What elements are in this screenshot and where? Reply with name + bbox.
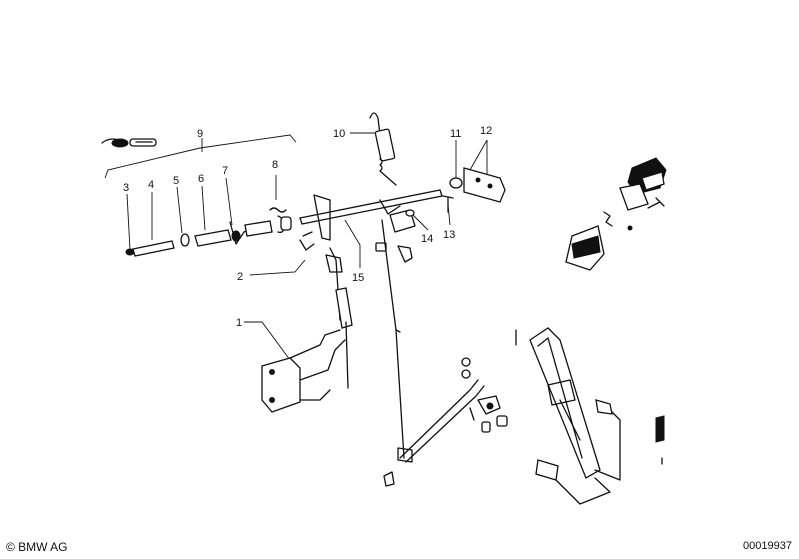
- part-8-spring: [244, 175, 292, 237]
- part-10-spring: [350, 112, 397, 186]
- cap-assembly: [565, 157, 667, 271]
- callout-11: 11: [450, 128, 461, 140]
- callout-4: 4: [148, 179, 154, 191]
- callout-12: 12: [480, 125, 492, 137]
- callout-5: 5: [173, 175, 179, 187]
- vertical-rod: [381, 219, 413, 487]
- part-12-bracket: [463, 139, 506, 203]
- edge-fragment: [655, 415, 665, 443]
- part-9-assembly-bracket: [101, 134, 297, 179]
- cross-shaft: [299, 189, 443, 241]
- push-rod: [325, 247, 353, 389]
- shaft-clip: [397, 245, 413, 263]
- callout-3: 3: [123, 182, 129, 194]
- part-5-washer: [176, 186, 190, 247]
- part-15-lever: [344, 219, 387, 268]
- callout-6: 6: [198, 173, 204, 185]
- callout-8: 8: [272, 159, 278, 171]
- callout-9: 9: [197, 128, 203, 140]
- part-4-bolt: [132, 192, 175, 257]
- assembly-symbol-icon: [101, 138, 157, 148]
- linkage-arm: [399, 357, 508, 463]
- part-6-bushing: [194, 185, 232, 247]
- part-13-bolt: [442, 195, 454, 226]
- part-3-pin: [125, 193, 135, 256]
- part-14-washer: [405, 209, 429, 231]
- accelerator-pedal: [515, 327, 621, 505]
- part-1-pedal: [244, 321, 346, 413]
- callout-2: 2: [237, 271, 243, 283]
- callout-14: 14: [421, 233, 433, 245]
- callout-1: 1: [236, 317, 242, 329]
- part-2-clip: [249, 231, 315, 276]
- copyright-label: © BMW AG: [6, 540, 68, 554]
- callout-13: 13: [443, 229, 455, 241]
- diagram-id-label: 00019937: [743, 540, 792, 552]
- callout-15: 15: [352, 272, 364, 284]
- callout-7: 7: [222, 165, 228, 177]
- part-11-bushing: [449, 140, 463, 189]
- callout-10: 10: [333, 128, 345, 140]
